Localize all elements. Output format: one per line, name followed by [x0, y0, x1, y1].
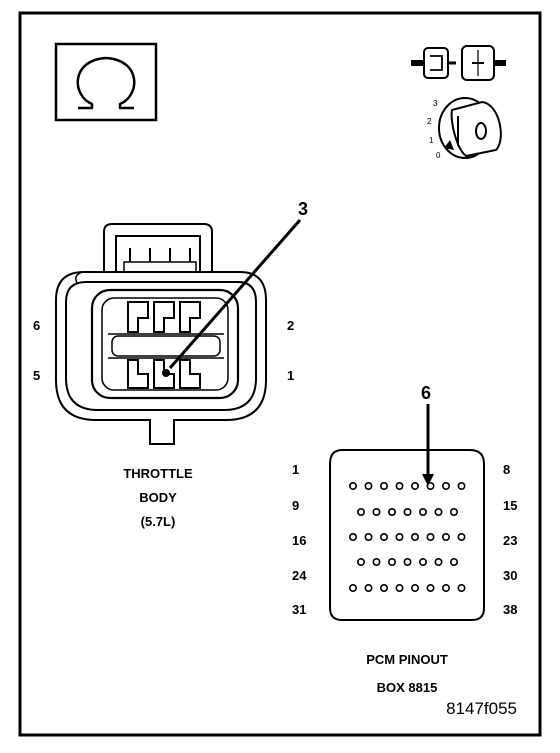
pcm-pin [379, 481, 388, 490]
pcm-row-end-label: 15 [503, 498, 517, 513]
pcm-pin [364, 532, 373, 541]
pcm-row-start-label: 16 [292, 533, 306, 548]
pcm-pin [418, 557, 427, 566]
key-position-label: 2 [427, 117, 432, 126]
pcm-pin [356, 507, 365, 516]
pcm-pin [372, 507, 381, 516]
pcm-connector-body [329, 449, 485, 621]
pcm-pin [403, 557, 412, 566]
pcm-row-end-label: 8 [503, 462, 510, 477]
pcm-row-start-label: 24 [292, 568, 307, 583]
omega-symbol-icon [54, 42, 158, 122]
pcm-pin [426, 481, 435, 490]
pcm-pin [410, 532, 419, 541]
callout-number: 6 [421, 383, 431, 403]
pcm-row-start-label: 9 [292, 498, 299, 513]
pcm-pin [426, 583, 435, 592]
connector-label: BODY [139, 490, 177, 505]
key-position-label: 1 [429, 136, 434, 145]
pcm-row-end-label: 23 [503, 533, 517, 548]
pcm-pin [372, 557, 381, 566]
pcm-pin [356, 557, 365, 566]
pcm-pin [441, 583, 450, 592]
key-position-label: 3 [433, 99, 438, 108]
pcm-pin [426, 532, 435, 541]
pcm-pin [348, 532, 357, 541]
pcm-row-start-label: 31 [292, 602, 306, 617]
pcm-pin [457, 481, 466, 490]
callout-leader-line [168, 219, 302, 369]
pcm-pin [410, 481, 419, 490]
pcm-pin [348, 583, 357, 592]
pcm-pin [379, 532, 388, 541]
pcm-row-start-label: 1 [292, 462, 299, 477]
pcm-pin [387, 507, 396, 516]
pcm-pin [441, 481, 450, 490]
callout-arrowhead [422, 474, 434, 486]
pcm-pin [403, 507, 412, 516]
pcm-pin [395, 481, 404, 490]
connector-label: THROTTLE [123, 466, 193, 481]
pcm-pin [410, 583, 419, 592]
pcm-pin [364, 481, 373, 490]
key-position-label: 0 [436, 151, 441, 160]
pin-number-label: 6 [33, 318, 40, 333]
pin-number-label: 2 [287, 318, 294, 333]
pin-number-label: 1 [287, 368, 294, 383]
pcm-pin [395, 532, 404, 541]
pcm-label: PCM PINOUT [366, 652, 448, 667]
pcm-pin [379, 583, 388, 592]
pin-number-label: 5 [33, 368, 40, 383]
callout-number: 3 [298, 199, 308, 219]
pcm-label: BOX 8815 [377, 680, 438, 695]
pcm-pin [387, 557, 396, 566]
pcm-pin [395, 583, 404, 592]
pcm-pin [457, 532, 466, 541]
pcm-pin [434, 507, 443, 516]
pcm-pin [449, 557, 458, 566]
figure-frame [18, 11, 542, 737]
connector-disconnected-icon [411, 45, 506, 81]
pcm-pin [418, 507, 427, 516]
pcm-pin [348, 481, 357, 490]
connector-label: (5.7L) [141, 514, 176, 529]
throttle-body-connector [55, 223, 267, 445]
ignition-key-icon [438, 97, 502, 159]
callout-pointer [162, 369, 170, 377]
pcm-pin [457, 583, 466, 592]
pcm-pin [364, 583, 373, 592]
pcm-row-end-label: 38 [503, 602, 517, 617]
pcm-row-end-label: 30 [503, 568, 517, 583]
pcm-pin [449, 507, 458, 516]
figure-code: 8147f055 [446, 699, 517, 718]
pcm-pin [434, 557, 443, 566]
pcm-pin [441, 532, 450, 541]
pcm-pin-grid [348, 481, 466, 592]
